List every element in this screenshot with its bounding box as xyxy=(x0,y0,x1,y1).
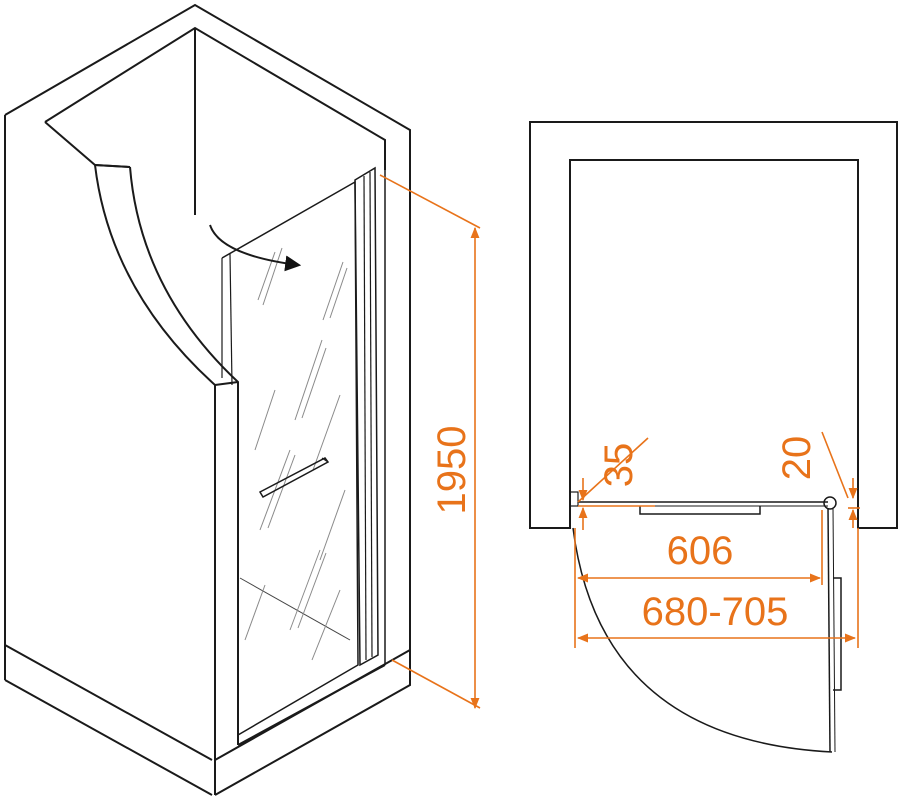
niche-walls xyxy=(529,121,898,529)
left-profile xyxy=(569,491,579,507)
hinge-profile xyxy=(354,166,379,667)
door-open xyxy=(827,507,831,753)
glass-texture xyxy=(244,247,348,661)
right-profile-dimension: 20 xyxy=(775,431,860,528)
right-profile-label: 20 xyxy=(775,436,819,481)
left-profile-label: 35 xyxy=(597,443,641,488)
door-handle xyxy=(258,457,330,498)
shower-tray xyxy=(214,648,411,796)
door-width-label: 606 xyxy=(667,529,734,573)
height-label: 1950 xyxy=(430,426,474,515)
handle-top-view xyxy=(639,506,761,515)
isometric-view: 1950 xyxy=(4,3,481,796)
left-wall-cutaway xyxy=(94,164,216,795)
hinge-icon xyxy=(823,496,837,510)
door-width-dimension: 606 xyxy=(574,510,823,648)
left-profile-dimension: 35 xyxy=(577,437,655,530)
niche-top-inner xyxy=(44,26,386,170)
opening-label: 680-705 xyxy=(642,590,789,634)
opening-dimension: 680-705 xyxy=(576,528,859,648)
plan-view: 35 20 606 680-705 xyxy=(529,121,898,753)
door-glass xyxy=(221,180,359,736)
height-dimension: 1950 xyxy=(379,174,481,710)
swing-arrow-icon xyxy=(209,224,302,272)
